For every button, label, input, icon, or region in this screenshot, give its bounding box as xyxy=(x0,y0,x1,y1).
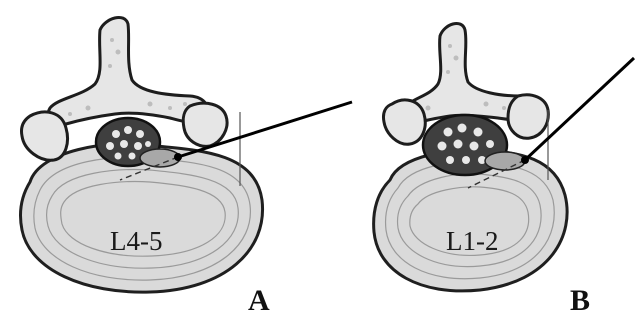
panel-a: L4-5 A xyxy=(20,17,352,317)
left-facet-a xyxy=(21,112,67,160)
disc-a xyxy=(20,144,262,292)
panel-label-b: B xyxy=(570,284,590,317)
nerve-root-b xyxy=(485,152,525,170)
needle-tip-a xyxy=(174,153,182,161)
needle-tip-b xyxy=(521,156,529,164)
disc-label-b: L1-2 xyxy=(446,226,498,256)
panel-label-a: A xyxy=(248,284,270,317)
left-facet-b xyxy=(383,100,425,144)
panel-b: L1-2 B xyxy=(374,23,634,317)
disc-label-a: L4-5 xyxy=(110,226,162,256)
right-facet-a xyxy=(183,103,227,146)
right-facet-b xyxy=(508,95,548,138)
vertebral-arch-a xyxy=(48,17,208,124)
